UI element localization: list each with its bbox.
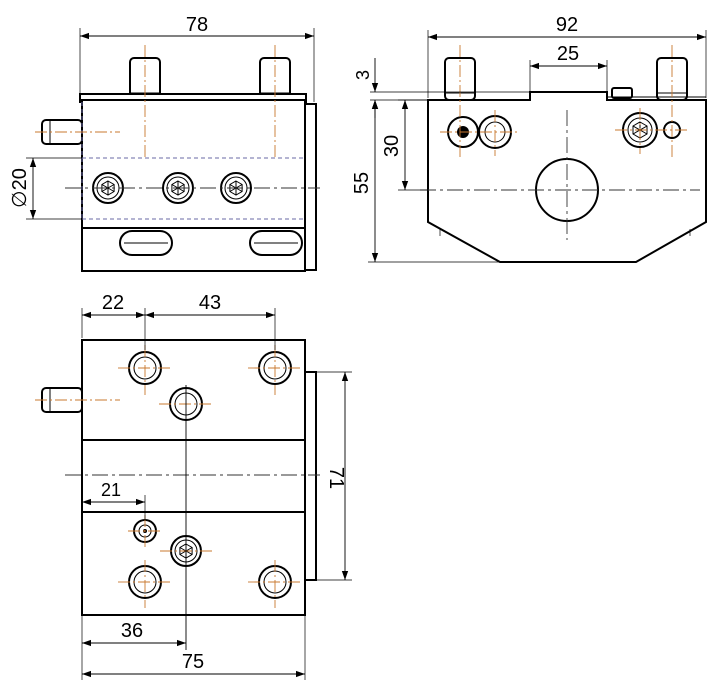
front-view: 78 ∅20: [9, 14, 320, 272]
dim-side-hole-height: 30: [381, 135, 403, 157]
dim-side-slot: 25: [557, 43, 579, 65]
side-view: 92 25 3 30 55: [351, 14, 707, 263]
dim-top-spacing-mid: 43: [199, 292, 221, 314]
front-slot-left: [119, 230, 173, 256]
dim-top-hole-pos: 36: [121, 620, 143, 642]
front-slot-right: [249, 230, 303, 256]
dim-top-width: 75: [182, 651, 204, 673]
dim-side-step: 3: [353, 70, 373, 80]
dim-top-depth: 71: [325, 467, 347, 489]
dim-side-height: 55: [351, 172, 373, 194]
dim-side-width: 92: [556, 14, 578, 36]
dim-top-offset: 21: [101, 480, 121, 500]
dim-front-width: 78: [186, 14, 208, 36]
dim-top-spacing-left: 22: [102, 292, 124, 314]
dim-front-diameter: ∅20: [9, 168, 31, 208]
top-view: 22 43 71 21 36 75: [35, 292, 352, 680]
